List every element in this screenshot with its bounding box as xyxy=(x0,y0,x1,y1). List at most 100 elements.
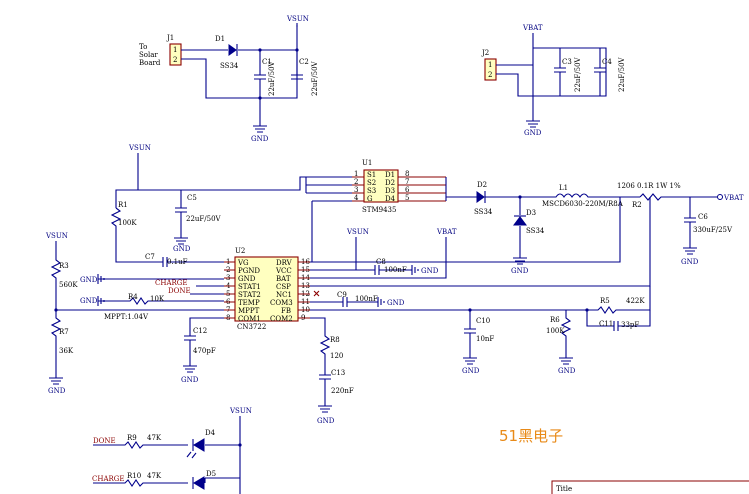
c3-value: 22uF/50V xyxy=(574,56,582,92)
title-block-label: Title xyxy=(556,485,572,493)
u1-num: 8 xyxy=(405,170,409,178)
d4-led xyxy=(193,438,205,452)
svg-text:DRV: DRV xyxy=(276,259,293,267)
r7-label: R7 xyxy=(59,328,69,336)
u1-chip xyxy=(363,169,399,203)
u1-pin-d1: D1 xyxy=(385,171,395,179)
gnd-label: GND xyxy=(48,387,66,395)
r2-label: R2 xyxy=(632,201,642,209)
svg-text:COM3: COM3 xyxy=(270,299,293,307)
l1-value: MSCD6030-220M/R8A xyxy=(542,200,624,208)
vbat-label-right: VBAT xyxy=(723,194,744,202)
u1-num: 2 xyxy=(354,178,358,186)
c11-value: 33pF xyxy=(621,321,639,329)
r3-value: 560K xyxy=(59,281,78,289)
d4-label: D4 xyxy=(205,429,216,437)
watermark: 51黑电子 xyxy=(499,427,563,445)
d3-label: D3 xyxy=(526,209,536,217)
c13-label: C13 xyxy=(331,369,345,377)
d1-diode xyxy=(228,44,237,56)
d1-label: D1 xyxy=(215,35,225,43)
c10-value: 10nF xyxy=(476,335,494,343)
d3-value: SS34 xyxy=(526,227,545,235)
r1-label: R1 xyxy=(118,201,128,209)
j1-note-2: Solar xyxy=(139,51,158,59)
gnd-label: GND xyxy=(387,299,405,307)
r8-value: 120 xyxy=(330,352,343,360)
svg-text:STAT1: STAT1 xyxy=(238,283,261,291)
c7-label: C7 xyxy=(145,253,155,261)
c7-value: 0.1uF xyxy=(167,258,188,266)
d3-diode xyxy=(513,216,527,226)
u1-num: 5 xyxy=(405,194,409,202)
svg-text:VCC: VCC xyxy=(275,267,292,275)
vsun-label-u2: VSUN xyxy=(346,228,369,236)
r5-label: R5 xyxy=(600,297,610,305)
c11-label: C11 xyxy=(599,320,613,328)
gnd-label: GND xyxy=(462,367,480,375)
u1-label: U1 xyxy=(362,159,372,167)
u1-pin-d3: D3 xyxy=(385,187,395,195)
u1-pin-d2: D2 xyxy=(385,179,395,187)
c8-label: C8 xyxy=(376,258,386,266)
u2-label: U2 xyxy=(235,247,245,255)
title-block xyxy=(551,480,749,494)
c9-value: 100nF xyxy=(355,295,378,303)
nc-mark xyxy=(313,290,320,297)
mppt-note: MPPT:1.04V xyxy=(104,313,149,321)
c4-value: 22uF/50V xyxy=(618,56,626,92)
svg-text:CSP: CSP xyxy=(276,283,291,291)
r5-value: 422K xyxy=(626,297,645,305)
gnd-label: GND xyxy=(421,267,439,275)
gnd-label: GND xyxy=(80,276,98,284)
gnd-label: GND xyxy=(511,267,529,275)
c12-value: 470pF xyxy=(193,347,216,355)
u1-num: 1 xyxy=(354,170,358,178)
r3-label: R3 xyxy=(59,262,69,270)
c6-label: C6 xyxy=(698,213,708,221)
r2-value: 1206 0.1R 1W 1% xyxy=(617,182,681,190)
u1-num: 3 xyxy=(354,186,358,194)
svg-text:VG: VG xyxy=(237,259,249,267)
d2-diode xyxy=(476,191,485,203)
c5-label: C5 xyxy=(187,194,197,202)
r6-value: 100K xyxy=(546,327,565,335)
u1-num: 4 xyxy=(354,194,359,202)
done-net: DONE xyxy=(168,287,191,295)
vbat-label-top: VBAT xyxy=(522,24,543,32)
c13-value: 220nF xyxy=(331,387,354,395)
svg-text:NC1: NC1 xyxy=(276,291,292,299)
c5-value: 22uF/50V xyxy=(186,215,222,223)
r9-value: 47K xyxy=(147,434,162,442)
svg-text:STAT2: STAT2 xyxy=(238,291,261,299)
j1-label: J1 xyxy=(166,34,174,42)
gnd-label: GND xyxy=(558,367,576,375)
c2-label: C2 xyxy=(299,58,309,66)
svg-text:BAT: BAT xyxy=(276,275,291,283)
u1-num: 6 xyxy=(405,186,410,194)
j1-note-3: Board xyxy=(139,59,161,67)
r1-value: 100K xyxy=(118,219,137,227)
svg-text:MPPT: MPPT xyxy=(238,307,260,315)
j1-connector: 1 2 xyxy=(169,43,182,66)
c12-label: C12 xyxy=(193,327,207,335)
r8-label: R8 xyxy=(330,336,340,344)
gnd-label: GND xyxy=(173,245,191,253)
u1-pin-g: G xyxy=(367,195,373,203)
done-net-bottom: DONE xyxy=(93,437,116,445)
c3-label: C3 xyxy=(562,58,572,66)
u2-left-pins: VG PGND GND STAT1 STAT2 TEMP MPPT COM1 1… xyxy=(226,258,261,323)
u1-pin-s3: S3 xyxy=(367,187,376,195)
svg-text:COM2: COM2 xyxy=(270,315,293,323)
u1-pin-d4: D4 xyxy=(385,195,396,203)
vsun-label-bottom: VSUN xyxy=(229,407,252,415)
c9-label: C9 xyxy=(337,291,347,299)
vsun-label-top: VSUN xyxy=(286,15,309,23)
r4-label: R4 xyxy=(128,293,138,301)
j1-note-1: To xyxy=(139,43,147,51)
gnd-label: GND xyxy=(251,135,269,143)
u1-num: 7 xyxy=(405,178,409,186)
l1-label: L1 xyxy=(559,184,568,192)
j2-connector xyxy=(484,58,497,81)
svg-text:TEMP: TEMP xyxy=(238,299,260,307)
